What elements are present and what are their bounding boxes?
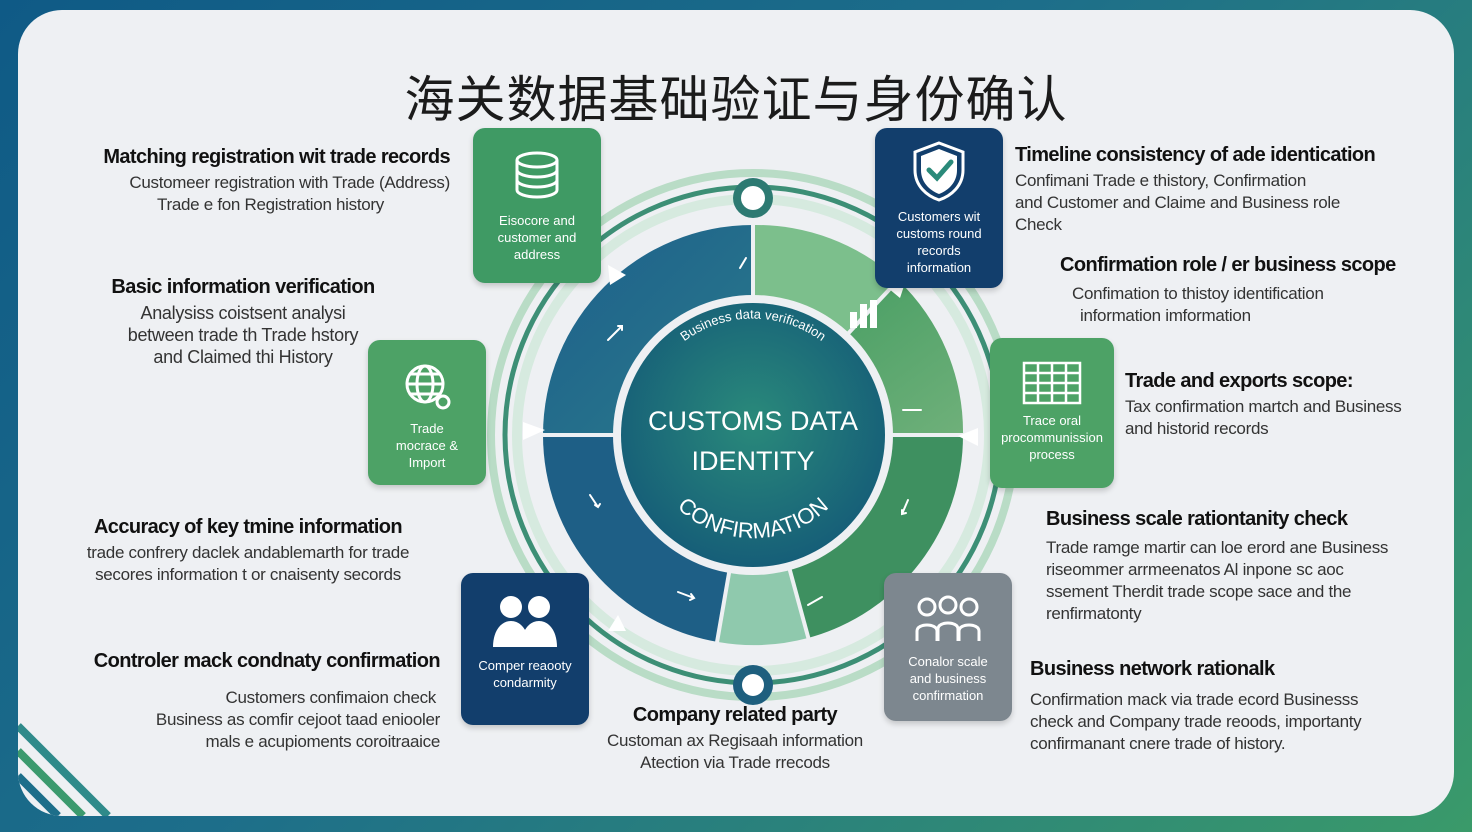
block-line: and Customer and Claime and Business rol… <box>1015 193 1341 212</box>
tile-label: Customers wit customs round records info… <box>896 209 982 275</box>
block-line: confirmanant cnere trade of history. <box>1030 734 1286 753</box>
block-line: and Claimed thi History <box>153 347 333 367</box>
left-block-matching: Matching registration wit trade records … <box>58 146 450 216</box>
hub <box>621 303 885 567</box>
tile-trace-process: Trace oral procommunission process <box>990 338 1114 488</box>
left-block-controller: Controler mack condnaty confirmation Cus… <box>58 650 441 753</box>
team-icon <box>915 595 981 641</box>
block-line: Check <box>1015 215 1062 234</box>
block-line: and historid records <box>1125 419 1269 438</box>
block-line: ssement Therdit trade scope sace and the <box>1046 582 1352 601</box>
block-line: Atection via Trade rrecods <box>640 753 830 772</box>
tile-customer-records: Customers wit customs round records info… <box>875 128 1003 288</box>
block-line: Confirmation mack via trade ecord Busine… <box>1030 690 1359 709</box>
block-line: Confimani Trade e thistory, Confirmation <box>1015 171 1306 190</box>
grid-table-icon <box>1022 361 1082 405</box>
tile-label: Conalor scale and business confirmation <box>908 654 988 703</box>
page-title: 海关数据基础验证与身份确认 <box>404 71 1068 129</box>
block-line: Trade e fon Registration history <box>157 195 384 214</box>
block-line: Trade ramge martir can loe erord ane Bus… <box>1046 538 1389 557</box>
block-line: Tax confirmation martch and Business <box>1125 397 1402 416</box>
block-line: check and Company trade reoods, importan… <box>1030 712 1362 731</box>
block-line: secores information t or cnaisenty secor… <box>95 565 401 584</box>
block-line: Customan ax Regisaah information <box>607 731 863 750</box>
block-line: riseommer arrmeenatos Al inpone sc aoc <box>1046 560 1344 579</box>
arrow-mark <box>807 596 823 606</box>
block-heading: Controler mack condnaty confirmation <box>93 650 441 672</box>
cycle-diagram: Business data verification CUSTOMS DATA … <box>487 169 1019 705</box>
block-heading: Business network rationalk <box>1030 658 1275 680</box>
arrow-mark <box>739 257 747 269</box>
tile-label: Trade mocrace & Import <box>395 421 459 470</box>
block-heading: Timeline consistency of ade identication <box>1015 144 1376 166</box>
connector-nub <box>523 422 545 440</box>
block-line: Confimation to thistoy identification <box>1072 284 1324 303</box>
right-block-scale: Business scale rationtanity check Trade … <box>1046 508 1446 625</box>
block-heading: Accuracy of key tmine information <box>93 516 403 538</box>
globe-icon <box>405 364 451 410</box>
block-heading: Matching registration wit trade records <box>103 146 450 168</box>
block-heading: Business scale rationtanity check <box>1046 508 1348 530</box>
shield-check-icon <box>913 141 965 202</box>
tile-label: Comper reaooty condarmity <box>478 658 572 690</box>
tile-company-conformity: Comper reaooty condarmity <box>461 573 589 725</box>
block-line: trade confrery daclek andablemarth for t… <box>86 543 410 562</box>
block-line: Customeer registration with Trade (Addre… <box>129 173 450 192</box>
tile-label: Eisocore and customer and address <box>497 213 577 262</box>
infographic-card: 海关数据基础验证与身份确认 <box>18 10 1454 816</box>
block-line: Analysiss coistsent analysi <box>140 303 346 323</box>
right-block-network: Business network rationalk Confirmation … <box>1030 658 1440 755</box>
right-block-timeline: Timeline consistency of ade identication… <box>1015 144 1435 236</box>
right-block-role-scope: Confirmation role / er business scope Co… <box>1060 254 1440 327</box>
arrow-mark <box>589 494 601 509</box>
connector-nub <box>958 428 978 446</box>
block-heading: Trade and exports scope: <box>1125 370 1354 392</box>
arrow-mark <box>607 325 623 341</box>
arrow-mark <box>901 499 909 516</box>
block-line: between trade th Trade hstory <box>127 325 359 345</box>
block-heading: Company related party <box>632 704 838 726</box>
people-group-icon <box>493 596 557 647</box>
bottom-block-related-party: Company related party Customan ax Regisa… <box>580 704 890 774</box>
block-line: information imformation <box>1080 306 1251 325</box>
connector-nub <box>608 615 626 631</box>
connector-nub <box>608 265 626 285</box>
segment-arrows <box>589 257 922 606</box>
left-block-basic-info: Basic information verification Analysiss… <box>88 276 398 368</box>
arrow-mark <box>677 591 696 601</box>
decorative-stripes <box>18 723 111 816</box>
pin-bottom-icon <box>733 665 773 705</box>
block-line: renfirmatonty <box>1046 604 1142 623</box>
block-line: Customers confimaion check <box>225 688 437 707</box>
block-line: mals e acupioments coroitraaice <box>205 732 441 751</box>
hub-line-2: IDENTITY <box>691 446 814 476</box>
block-heading: Confirmation role / er business scope <box>1060 254 1396 276</box>
block-line: Business as comfir cejoot taad eniooler <box>155 710 440 729</box>
tile-scale-business: Conalor scale and business confirmation <box>884 573 1012 721</box>
chart-segment-icon <box>850 300 877 328</box>
coins-stack-icon <box>515 151 559 199</box>
tile-customer-address: Eisocore and customer and address <box>473 128 601 283</box>
pin-top-icon <box>733 178 773 218</box>
right-block-trade-exports: Trade and exports scope: Tax confirmatio… <box>1125 370 1445 440</box>
hub-line-1: CUSTOMS DATA <box>648 406 858 436</box>
left-block-accuracy: Accuracy of key tmine information trade … <box>58 516 438 586</box>
tile-label: Trace oral procommunission process <box>1001 413 1103 462</box>
tile-trade-import: Trade mocrace & Import <box>368 340 486 485</box>
block-heading: Basic information verification <box>111 276 375 298</box>
